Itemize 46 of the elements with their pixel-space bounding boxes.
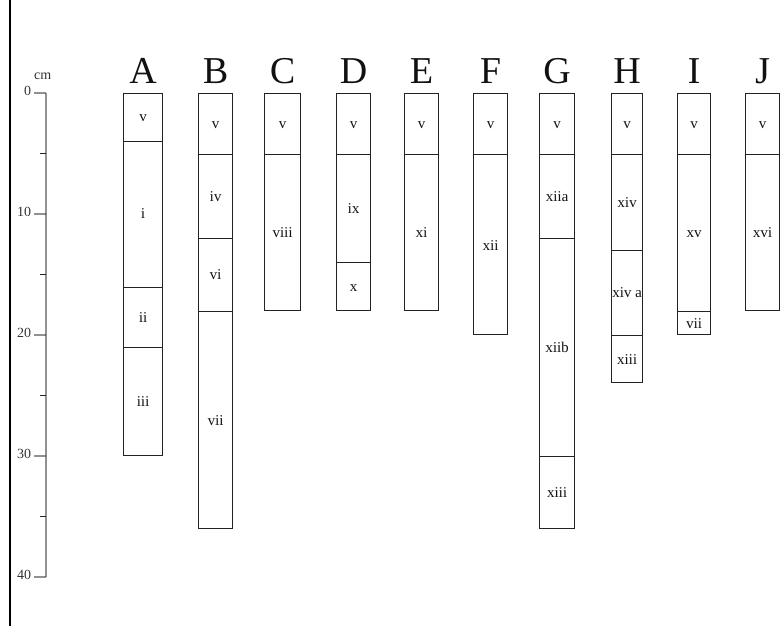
layer-label: v — [418, 114, 426, 132]
layer-label: i — [140, 205, 146, 223]
layer-label: v — [758, 114, 766, 132]
layer-label: xiii — [616, 350, 637, 368]
layer-label: xii — [482, 236, 498, 254]
layer-label: v — [690, 114, 698, 132]
layer-label: iv — [210, 188, 222, 206]
column-heading: B — [202, 52, 230, 90]
unit-label: cm — [34, 68, 52, 84]
layer-label: xvi — [752, 224, 772, 242]
column-heading: A — [128, 52, 158, 90]
layer-label: xiib — [545, 338, 569, 356]
layer-label: vii — [686, 314, 702, 332]
layer-label: v — [350, 114, 358, 132]
layer-label: v — [553, 114, 561, 132]
depth-tick-label: 10 — [17, 205, 31, 221]
layer-label: iii — [136, 393, 150, 411]
depth-tick-label: 20 — [17, 326, 31, 342]
column-heading: E — [408, 52, 434, 90]
layer-label: v — [139, 108, 147, 126]
column-heading: G — [542, 52, 572, 90]
column-heading: F — [478, 52, 502, 90]
layer-label: viii — [272, 224, 292, 242]
depth-tick-label: 30 — [17, 447, 31, 463]
layer-label: xiia — [546, 188, 568, 206]
layer-label: v — [278, 114, 286, 132]
column-heading: C — [268, 52, 296, 90]
layer-label: xiv — [617, 194, 637, 212]
layer-label: xv — [686, 224, 702, 242]
layer-label: xiv a — [612, 284, 642, 302]
layer-label: ii — [138, 309, 148, 327]
layer-label: vi — [210, 266, 222, 284]
layer-label: xiii — [546, 484, 567, 502]
layer-label: x — [350, 278, 358, 296]
column-heading: I — [686, 52, 702, 90]
column-heading: H — [612, 52, 642, 90]
layer-label: v — [212, 114, 220, 132]
layer-label: v — [486, 114, 494, 132]
column-heading: J — [754, 52, 771, 90]
depth-tick-label: 0 — [24, 84, 31, 100]
layer-label: vii — [208, 412, 224, 430]
column-heading: D — [338, 52, 368, 90]
layer-label: ix — [348, 200, 360, 218]
depth-tick-label: 40 — [17, 568, 31, 584]
layer-label: v — [623, 114, 631, 132]
layer-label: xi — [416, 224, 428, 242]
